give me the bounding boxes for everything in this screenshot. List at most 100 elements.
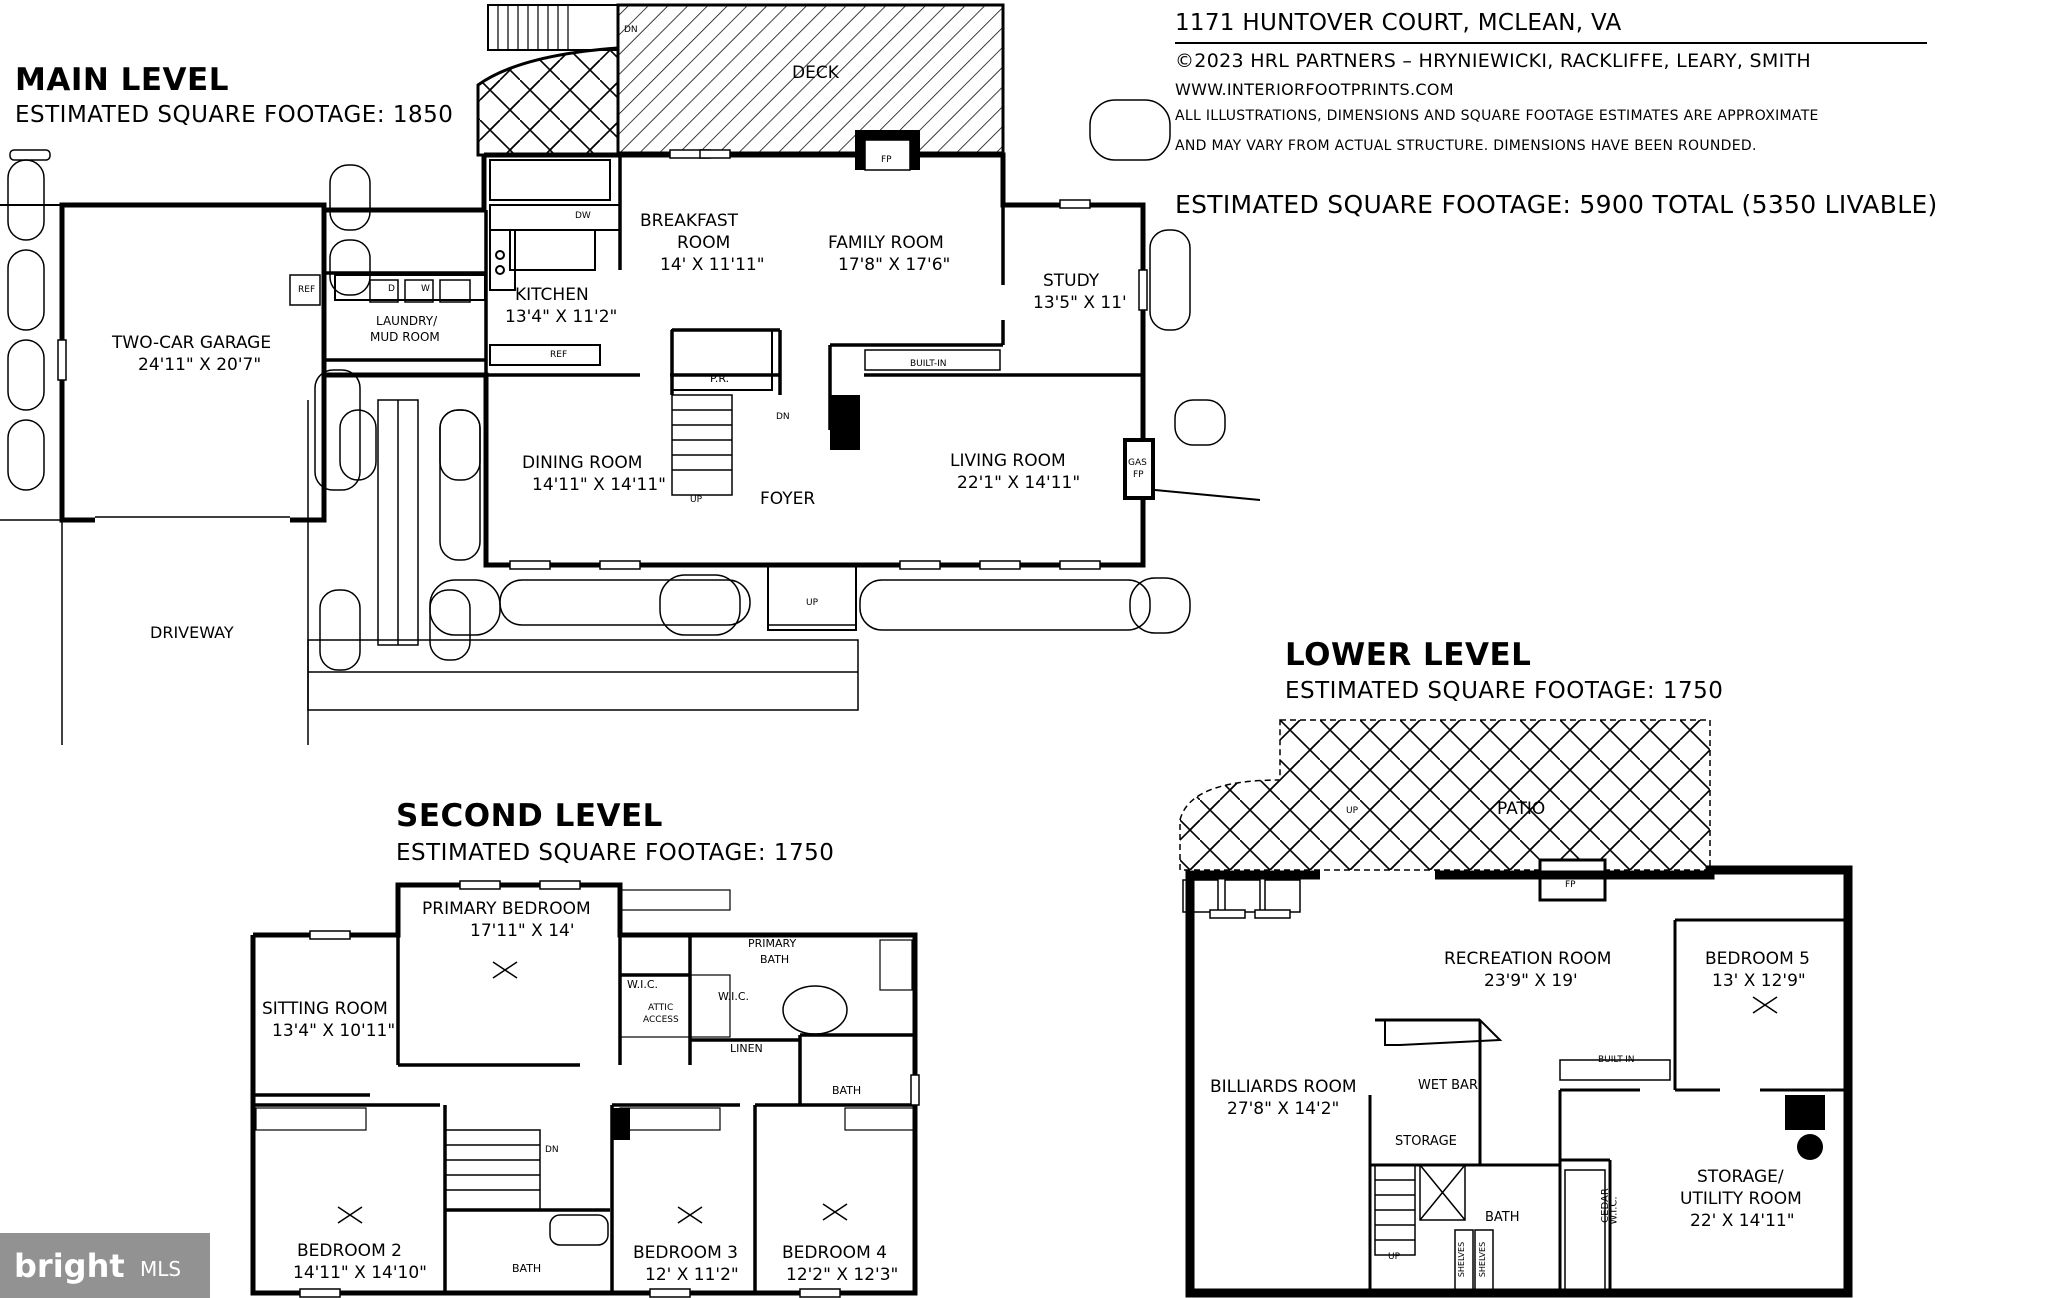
disclaimer-line2: AND MAY VARY FROM ACTUAL STRUCTURE. DIME… [1175,138,1757,154]
front-entry-porch [767,564,857,631]
bedroom-4-dim: 12'2" X 12'3" [786,1265,899,1285]
kitchen-counters [334,159,621,366]
bedroom-2-dim: 14'11" X 14'10" [293,1263,427,1283]
ref-label-kitchen: REF [550,350,568,360]
lower-bath-label: BATH [1485,1210,1520,1225]
washer-label: W [421,284,430,294]
second-stairs [444,1129,541,1211]
walkway [307,399,859,745]
second-tub [549,1214,609,1246]
second-windows [299,880,920,1298]
billiards-room-dim: 27'8" X 14'2" [1227,1099,1340,1119]
main-windows [57,149,1148,570]
primary-bath-label: PRIMARY [748,937,797,950]
main-house-walls [321,152,1146,568]
deck-surface [616,3,1005,155]
breakfast-label-2: ROOM [677,233,731,253]
billiards-room-label: BILLIARDS ROOM [1210,1077,1357,1097]
kitchen-label: KITCHEN [515,285,589,305]
lower-level-plan [1179,719,1853,1298]
second-level-title: SECOND LEVEL [396,798,663,834]
laundry-label-2: MUD ROOM [370,330,440,344]
watermark-brand: bright [14,1247,125,1285]
main-level-title: MAIN LEVEL [15,62,229,98]
lower-fp-label: FP [1565,880,1576,890]
garage-label: TWO-CAR GARAGE [112,333,272,353]
builtin-shelf [864,349,1001,371]
bedroom-3-label: BEDROOM 3 [633,1243,738,1263]
study-dim: 13'5" X 11' [1033,293,1127,313]
basement-stairs-dn-label: DN [776,412,790,422]
kitchen-dim: 13'4" X 11'2" [505,307,618,327]
sitting-room-label: SITTING ROOM [262,999,388,1019]
laundry-label: LAUNDRY/ [376,314,438,328]
linen-label: LINEN [730,1042,763,1055]
bath-1-label: BATH [832,1084,862,1097]
patio-up-label: UP [1346,806,1359,816]
recreation-room-label: RECREATION ROOM [1444,949,1612,969]
wic-2-label: W.I.C. [718,990,750,1003]
fp-label: FP [881,155,892,165]
sitting-room-dim: 13'4" X 10'11" [272,1021,396,1041]
storage-utility-dim: 22' X 14'11" [1690,1211,1795,1231]
main-level-plan [0,3,1261,745]
family-dim: 17'8" X 17'6" [838,255,951,275]
ceiling-fans [337,961,848,1224]
builtin-label: BUILT-IN [910,359,947,369]
bedroom-2-label: BEDROOM 2 [297,1241,402,1261]
second-walls [250,882,918,1296]
lower-builtin-label: BUILT-IN [1598,1055,1635,1065]
foyer-stairs [671,394,733,496]
address: 1171 HUNTOVER COURT, MCLEAN, VA [1175,10,1622,36]
mls-watermark: bright MLS [0,1233,210,1298]
second-level-sqft: ESTIMATED SQUARE FOOTAGE: 1750 [396,840,835,866]
primary-tub [782,985,848,1035]
deck-curve [476,46,620,157]
bedroom-5-dim: 13' X 12'9" [1712,971,1806,991]
watermark-mls: MLS [140,1257,182,1281]
primary-bedroom-label: PRIMARY BEDROOM [422,899,591,919]
ref-label-garage: REF [298,285,316,295]
lower-stairs-up-label: UP [1388,1252,1401,1262]
living-fireplace [1123,438,1155,500]
lower-windows [1209,909,1291,919]
primary-bath-label-2: BATH [760,953,790,966]
entry-up-label: UP [806,598,819,608]
wet-bar-counter [1384,1019,1503,1046]
dw-label: DW [575,211,591,221]
bedroom5-fan [1752,996,1778,1014]
laundry-appliances [289,274,471,306]
website: WWW.INTERIORFOOTPRINTS.COM [1175,80,1454,99]
recreation-room-dim: 23'9" X 19' [1484,971,1578,991]
second-level-plan [250,880,920,1298]
second-stairs-dn-label: DN [545,1145,559,1155]
total-square-footage: ESTIMATED SQUARE FOOTAGE: 5900 TOTAL (53… [1175,190,1938,219]
header-rule [1175,42,1927,44]
bedroom-3-dim: 12' X 11'2" [645,1265,739,1285]
disclaimer-line1: ALL ILLUSTRATIONS, DIMENSIONS AND SQUARE… [1175,108,1819,124]
bath-2-label: BATH [512,1262,542,1275]
deck-stairs-dn-label: DN [624,25,638,35]
main-level-sqft: ESTIMATED SQUARE FOOTAGE: 1850 [15,102,454,128]
powder-room [671,329,773,391]
storage-utility-label-2: UTILITY ROOM [1680,1189,1802,1209]
storage-utility-label: STORAGE/ [1697,1167,1784,1187]
bedroom-4-label: BEDROOM 4 [782,1243,887,1263]
living-label: LIVING ROOM [950,451,1066,471]
primary-bedroom-dim: 17'11" X 14' [470,921,575,941]
shrubs-left [7,99,1226,671]
study-label: STUDY [1043,271,1100,291]
garage-dim: 24'11" X 20'7" [138,355,262,375]
family-label: FAMILY ROOM [828,233,944,253]
patio-label: PATIO [1497,799,1546,819]
wic-1-label: W.I.C. [627,978,659,991]
attic-access-label: ACCESS [643,1015,679,1025]
lower-stairs [1374,1164,1466,1256]
breakfast-dim: 14' X 11'11" [660,255,765,275]
dryer-label: D [388,284,395,294]
shelves-1-label: SHELVES [1457,1241,1467,1278]
lower-level-title: LOWER LEVEL [1285,637,1532,673]
lower-level-sqft: ESTIMATED SQUARE FOOTAGE: 1750 [1285,678,1724,704]
deck-label: DECK [792,63,839,83]
